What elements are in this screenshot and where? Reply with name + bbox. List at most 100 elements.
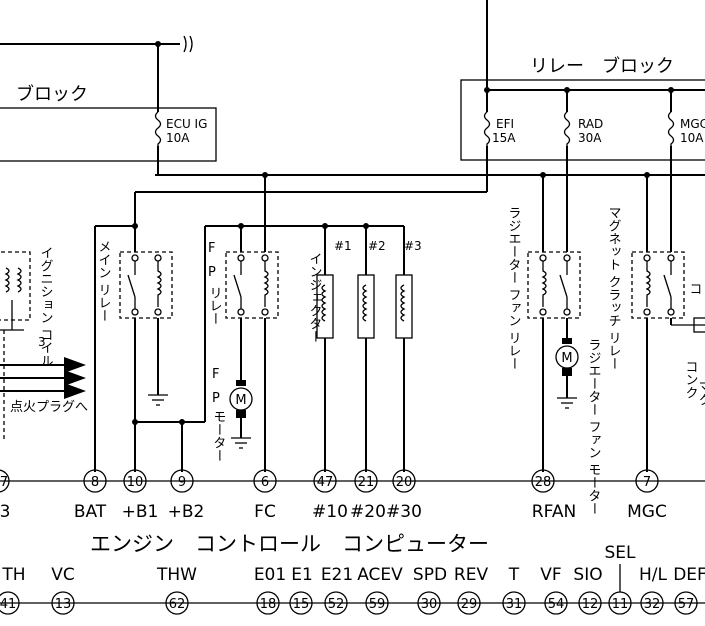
svg-text:21: 21 (358, 475, 375, 490)
svg-text:P: P (208, 265, 216, 280)
upper-pin-row: 7 8 10 9 6 47 21 20 28 7 (0, 469, 659, 493)
svg-text:SIO: SIO (573, 565, 602, 585)
svg-text:3: 3 (0, 502, 10, 522)
svg-text:3: 3 (38, 335, 46, 349)
left-block-label: ブロック (16, 83, 88, 105)
relay-block-label: リレー ブロック (530, 55, 674, 77)
svg-text:リレー: リレー (207, 286, 222, 325)
rad-fan-relay-label: ラジエーター ファン リレー (506, 206, 521, 370)
svg-text:#1: #1 (334, 239, 352, 253)
svg-text:59: 59 (369, 597, 386, 612)
lower-pin-row: 41 13 62 18 15 52 59 30 29 31 54 12 11 3… (0, 591, 698, 615)
svg-text:57: 57 (678, 597, 695, 612)
svg-text:M: M (561, 351, 572, 366)
computer-title: エンジン コントロール コンピューター (90, 532, 489, 556)
left-block-box (0, 107, 217, 162)
svg-text:18: 18 (260, 597, 277, 612)
spark-plug-label: 点火プラグへ (10, 400, 88, 415)
mgc-relay: マグネット クラッチ リレー (606, 206, 705, 370)
svg-text:13: 13 (55, 597, 72, 612)
svg-text:E21: E21 (321, 565, 353, 585)
main-relay-ground (148, 394, 168, 406)
svg-text:10A: 10A (680, 131, 704, 145)
svg-text:30: 30 (421, 597, 438, 612)
injectors: インジェクター #1 #2 #3 (307, 239, 422, 343)
svg-text:20: 20 (396, 475, 413, 490)
svg-text:#20: #20 (350, 502, 386, 522)
svg-text:TH: TH (1, 565, 25, 585)
svg-text:イグニション コイル: イグニション コイル (38, 246, 54, 367)
svg-text:15: 15 (293, 597, 310, 612)
svg-text:P: P (212, 391, 220, 406)
svg-text:31: 31 (506, 597, 523, 612)
svg-text:7: 7 (643, 475, 651, 490)
svg-text:THW: THW (156, 565, 197, 585)
svg-text:47: 47 (317, 475, 334, 490)
svg-text:ACEV: ACEV (357, 565, 403, 585)
svg-text:#3: #3 (404, 239, 422, 253)
svg-text:41: 41 (0, 597, 16, 612)
svg-text:#2: #2 (368, 239, 386, 253)
mgc-relay-label: マグネット クラッチ リレー (606, 206, 622, 370)
main-relay-label: メイン リレー (96, 240, 111, 322)
fuse-efi: EFI 15A (483, 111, 516, 146)
svg-text:H/L: H/L (639, 565, 668, 585)
fuse-ecu-ig: ECU IG 10A (154, 111, 207, 146)
svg-text:9: 9 (178, 475, 186, 490)
sel-label: SEL (604, 543, 636, 563)
svg-text:MGC: MGC (627, 502, 667, 522)
rad-fan-relay: ラジエーター ファン リレー (506, 206, 581, 370)
svg-text:E1: E1 (291, 565, 313, 585)
svg-text:ラジエーター ファン モーター: ラジエーター ファン モーター (586, 338, 601, 515)
svg-text:28: 28 (535, 475, 552, 490)
svg-text:+B1: +B1 (122, 502, 159, 522)
svg-text:7: 7 (0, 475, 8, 490)
svg-text:マク: マク (696, 380, 705, 406)
fuse-rad: RAD 30A (563, 111, 603, 146)
svg-text:RFAN: RFAN (532, 502, 576, 522)
svg-text:コ: コ (687, 282, 702, 295)
svg-text:コンク: コンク (683, 360, 698, 399)
svg-text:MGC: MGC (680, 117, 705, 131)
svg-text:SPD: SPD (413, 565, 447, 585)
svg-text:6: 6 (261, 475, 269, 490)
svg-text:M: M (235, 393, 246, 408)
power-wires (0, 0, 705, 604)
svg-text:T: T (508, 565, 520, 585)
svg-text:29: 29 (461, 597, 478, 612)
svg-text:10A: 10A (166, 131, 190, 145)
fp-relay: F P リレー (207, 241, 279, 325)
injector-label: インジェクター (307, 252, 322, 343)
svg-text:54: 54 (548, 597, 565, 612)
upper-pin-labels: 3 BAT +B1 +B2 FC #10 #20 #30 RFAN MGC (0, 502, 667, 522)
svg-text:12: 12 (582, 597, 599, 612)
lower-pin-labels: TH VC THW E01 E1 E21 ACEV SPD REV T VF S… (1, 565, 705, 585)
svg-text:VC: VC (51, 565, 75, 585)
svg-text:11: 11 (612, 597, 629, 612)
svg-text:BAT: BAT (74, 502, 107, 522)
svg-text:F: F (208, 241, 215, 256)
svg-text:REV: REV (454, 565, 489, 585)
svg-text:8: 8 (91, 475, 99, 490)
svg-text:32: 32 (644, 597, 661, 612)
relay-block-box (460, 79, 705, 161)
svg-text:15A: 15A (492, 131, 516, 145)
svg-text:F: F (212, 367, 219, 382)
svg-text:モーター: モーター (211, 410, 226, 462)
ignition-coil: イグニション コイル 3 点火プラグへ (0, 246, 88, 440)
main-relay: メイン リレー (96, 240, 173, 322)
svg-text:52: 52 (328, 597, 345, 612)
svg-text:+B2: +B2 (168, 502, 205, 522)
rad-fan-motor: M ラジエーター ファン モーター (555, 338, 601, 515)
svg-text:30A: 30A (578, 131, 602, 145)
fp-motor: M F P モーター (211, 367, 253, 462)
right-edge-labels: コ コンク マク (683, 282, 705, 406)
svg-text:ECU IG: ECU IG (166, 117, 207, 131)
svg-text:62: 62 (169, 597, 186, 612)
svg-text:FC: FC (254, 502, 276, 522)
svg-text:#10: #10 (312, 502, 348, 522)
svg-text:E01: E01 (254, 565, 286, 585)
fuse-mgc: MGC 10A (667, 111, 705, 146)
svg-text:RAD: RAD (578, 117, 603, 131)
